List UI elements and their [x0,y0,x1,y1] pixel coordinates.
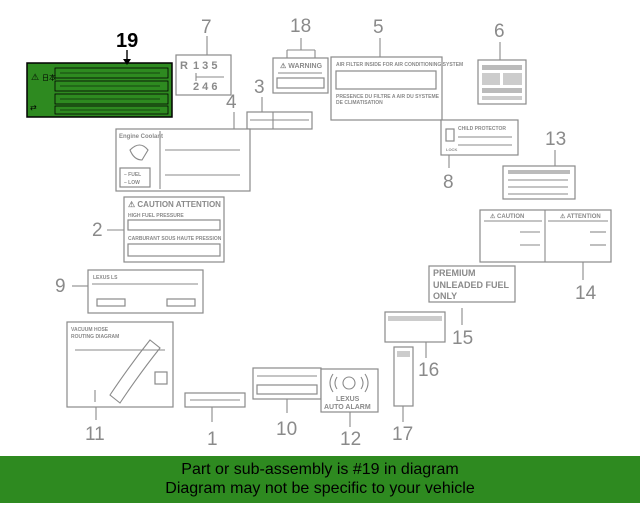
lexus-ls-text: LEXUS LS [93,275,118,281]
caution-text: ⚠ CAUTION ATTENTION [128,200,221,209]
label-9[interactable]: LEXUS LS 9 [55,269,204,314]
gear-r-text: R [180,60,188,72]
label-18[interactable]: ⚠ WARNING 18 [272,16,329,94]
parts-diagram: ⚠ 日本 ⇄ 19 R 1 3 5 2 4 6 7 ⚠ WARNING 18 [26,16,612,450]
info-banner: Part or sub-assembly is #19 in diagram D… [0,456,640,503]
vacuum-text-2: ROUTING DIAGRAM [71,334,119,340]
ac-en-text: AIR FILTER INSIDE FOR AIR CONDITIONING S… [336,62,463,68]
lock-text: LOCK [446,147,457,152]
label-6[interactable]: 6 [477,21,527,105]
label-10[interactable]: 10 [252,367,322,440]
fuel-low-text-2: – LOW [124,180,140,186]
premium-text-3: ONLY [433,291,457,301]
callout-1[interactable]: 1 [207,429,218,450]
callout-19[interactable]: 19 [116,30,138,52]
auto-alarm-text: AUTO ALARM [324,404,371,411]
gear-top-text: 1 3 5 [193,60,217,72]
label-5[interactable]: AIR FILTER INSIDE FOR AIR CONDITIONING S… [330,17,463,121]
label-4[interactable]: Engine Coolant – FUEL – LOW 4 [115,92,251,192]
banner-line-1: Part or sub-assembly is #19 in diagram [181,461,459,478]
premium-text-1: PREMIUM [433,268,476,278]
label-1[interactable]: 1 [184,392,246,450]
label-19[interactable]: ⚠ 日本 ⇄ 19 [26,30,173,118]
label-3[interactable]: 3 [246,77,313,130]
svg-text:⚠: ⚠ [31,72,39,82]
label-2[interactable]: ⚠ CAUTION ATTENTION HIGH FUEL PRESSURE C… [92,196,225,263]
svg-text:⇄: ⇄ [30,103,37,112]
label-15[interactable]: 15 [384,308,473,349]
ac-fr-text-1: PRESENCE DU FILTRE A AIR DU SYSTEME [336,94,440,100]
banner-line-2: Diagram may not be specific to your vehi… [165,480,475,497]
callout-18[interactable]: 18 [290,16,311,37]
lexus-brand-text: LEXUS [336,396,360,403]
callout-3[interactable]: 3 [254,77,265,98]
label-13[interactable]: 13 [502,129,576,200]
label-8[interactable]: CHILD PROTECTOR LOCK 8 [440,119,519,193]
ac-fr-text-2: DE CLIMATISATION [336,100,383,106]
caution2-text: ⚠ CAUTION [490,213,524,220]
child-text: CHILD PROTECTOR [458,126,506,132]
label-17[interactable]: 17 [392,406,413,445]
label-premium-fuel[interactable]: PREMIUM UNLEADED FUEL ONLY [428,265,516,303]
label-11[interactable]: VACUUM HOSE ROUTING DIAGRAM 11 [66,321,174,445]
callout-9[interactable]: 9 [55,276,66,297]
carburant-text: CARBURANT SOUS HAUTE PRESSION [128,236,222,242]
coolant-text: Engine Coolant [119,134,163,140]
label-16[interactable]: 16 [393,342,439,407]
callout-2[interactable]: 2 [92,220,103,241]
callout-15[interactable]: 15 [452,328,473,349]
fuel-pressure-text: HIGH FUEL PRESSURE [128,213,184,219]
callout-10[interactable]: 10 [276,419,297,440]
premium-text-2: UNLEADED FUEL [433,280,510,290]
label-12[interactable]: LEXUS AUTO ALARM 12 [320,368,379,450]
callout-17[interactable]: 17 [392,424,413,445]
svg-text:日本: 日本 [42,73,56,82]
callout-16[interactable]: 16 [418,360,439,381]
callout-8[interactable]: 8 [443,172,454,193]
callout-11[interactable]: 11 [85,424,105,445]
callout-14[interactable]: 14 [575,283,597,304]
label-7[interactable]: R 1 3 5 2 4 6 7 [175,17,232,96]
callout-5[interactable]: 5 [373,17,384,38]
vacuum-text-1: VACUUM HOSE [71,327,109,333]
callout-6[interactable]: 6 [494,21,505,42]
callout-13[interactable]: 13 [545,129,566,150]
gear-bottom-text: 2 4 6 [193,81,217,93]
attention2-text: ⚠ ATTENTION [560,213,601,220]
callout-4[interactable]: 4 [226,92,237,113]
callout-7[interactable]: 7 [201,17,212,38]
callout-12[interactable]: 12 [340,429,361,450]
fuel-low-text-1: – FUEL [124,172,141,178]
label-14[interactable]: ⚠ CAUTION ⚠ ATTENTION 14 [479,209,612,304]
warning-text: ⚠ WARNING [280,62,323,70]
